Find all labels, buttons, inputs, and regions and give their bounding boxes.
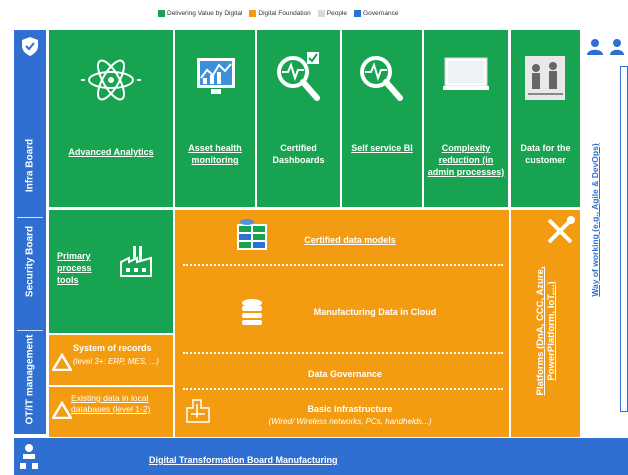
legend-item-governance: Governance bbox=[354, 9, 398, 17]
basic-infrastructure-title[interactable]: Basic infrastructure bbox=[307, 404, 393, 414]
shield-check-icon bbox=[22, 37, 38, 56]
org-chart-icon bbox=[20, 444, 38, 469]
manufacturing-data-cloud-label[interactable]: Manufacturing Data in Cloud bbox=[313, 307, 437, 317]
bottom-governance-bar: Digital Transformation Board Manufacturi… bbox=[14, 438, 628, 475]
database-table-icon bbox=[237, 219, 267, 250]
data-for-customer-label: Data for the customer bbox=[520, 143, 571, 165]
legend-swatch bbox=[317, 9, 325, 17]
divider bbox=[17, 217, 43, 218]
existing-data-label: Existing data in local databases (level … bbox=[71, 393, 151, 414]
people-column: Way of working (e.g., Agile & DevOps) bbox=[582, 30, 628, 435]
monitor-chart-icon bbox=[197, 58, 235, 94]
people-side-panel bbox=[620, 66, 628, 412]
security-board-label: Security Board bbox=[24, 225, 36, 298]
complexity-reduction-tile[interactable]: Complexity reduction (in admin processes… bbox=[424, 30, 508, 207]
system-of-records-subtitle: (level 3+: ERP, MES, ...) bbox=[73, 357, 159, 366]
otit-management-label: OT/IT management bbox=[24, 334, 36, 425]
database-icon bbox=[242, 299, 262, 325]
separator bbox=[183, 264, 503, 266]
board-manufacturing-title[interactable]: Digital Transformation Board Manufacturi… bbox=[149, 455, 338, 465]
platforms-tile[interactable]: Platforms (DnA, CCC, Azure, PowerPlatfor… bbox=[511, 210, 580, 437]
person-icon bbox=[610, 39, 624, 55]
primary-process-tile[interactable]: Primary process tools bbox=[49, 210, 173, 333]
legend-swatch bbox=[354, 9, 362, 17]
legend-item-value: Delivering Value by Digital bbox=[158, 9, 242, 17]
digital-foundation-block: Certified data models Manufacturing Data… bbox=[175, 210, 509, 437]
advanced-analytics-tile[interactable]: Advanced Analytics bbox=[49, 30, 173, 207]
asset-health-tile[interactable]: Asset health monitoring bbox=[175, 30, 255, 207]
self-service-bi-label: Self service BI bbox=[351, 143, 413, 153]
separator bbox=[183, 352, 503, 354]
people-data-icon bbox=[525, 56, 565, 100]
asset-health-label: Asset health monitoring bbox=[188, 143, 242, 165]
legend-item-foundation: Digital Foundation bbox=[249, 9, 311, 17]
data-governance-label[interactable]: Data Governance bbox=[307, 369, 383, 379]
system-of-records-title: System of records bbox=[73, 343, 152, 353]
legend: Delivering Value by Digital Digital Foun… bbox=[158, 7, 398, 19]
existing-data-tile[interactable]: Existing data in local databases (level … bbox=[49, 387, 173, 437]
platforms-label: Platforms (DnA, CCC, Azure, PowerPlatfor… bbox=[535, 266, 557, 396]
advanced-analytics-label: Advanced Analytics bbox=[68, 147, 154, 157]
infra-board-label: Infra Board bbox=[24, 138, 36, 193]
divider bbox=[17, 330, 43, 331]
legend-swatch bbox=[158, 9, 165, 17]
certified-data-models-label[interactable]: Certified data models bbox=[304, 235, 396, 245]
warning-triangle-icon bbox=[52, 353, 72, 371]
laptop-icon bbox=[443, 57, 489, 90]
magnifier-chart-icon bbox=[277, 52, 320, 101]
network-infrastructure-icon bbox=[186, 399, 210, 423]
data-for-customer-tile[interactable]: Data for the customer bbox=[511, 30, 580, 207]
basic-infrastructure-subtitle: (Wired/ Wireless networks, PCs, handheld… bbox=[268, 417, 432, 426]
magnifier-pulse-icon bbox=[360, 56, 403, 101]
atom-icon bbox=[81, 59, 141, 101]
tools-icon bbox=[547, 216, 575, 244]
primary-process-label: Primary process tools bbox=[57, 251, 92, 285]
people-group-icon bbox=[587, 39, 603, 55]
certified-dashboards-label: Certified Dashboards bbox=[272, 143, 325, 165]
governance-sidebar: Infra Board Security Board OT/IT managem… bbox=[14, 30, 46, 434]
separator bbox=[183, 388, 503, 390]
warning-triangle-icon bbox=[52, 401, 72, 419]
legend-item-people: People bbox=[317, 9, 347, 17]
legend-swatch bbox=[249, 9, 257, 17]
system-of-records-tile[interactable]: System of records (level 3+: ERP, MES, .… bbox=[49, 335, 173, 385]
complexity-reduction-label: Complexity reduction (in admin processes… bbox=[427, 143, 505, 177]
factory-icon bbox=[120, 246, 152, 277]
way-of-working-label[interactable]: Way of working (e.g., Agile & DevOps) bbox=[590, 143, 600, 297]
self-service-bi-tile[interactable]: Self service BI bbox=[342, 30, 422, 207]
certified-dashboards-tile[interactable]: Certified Dashboards bbox=[257, 30, 340, 207]
